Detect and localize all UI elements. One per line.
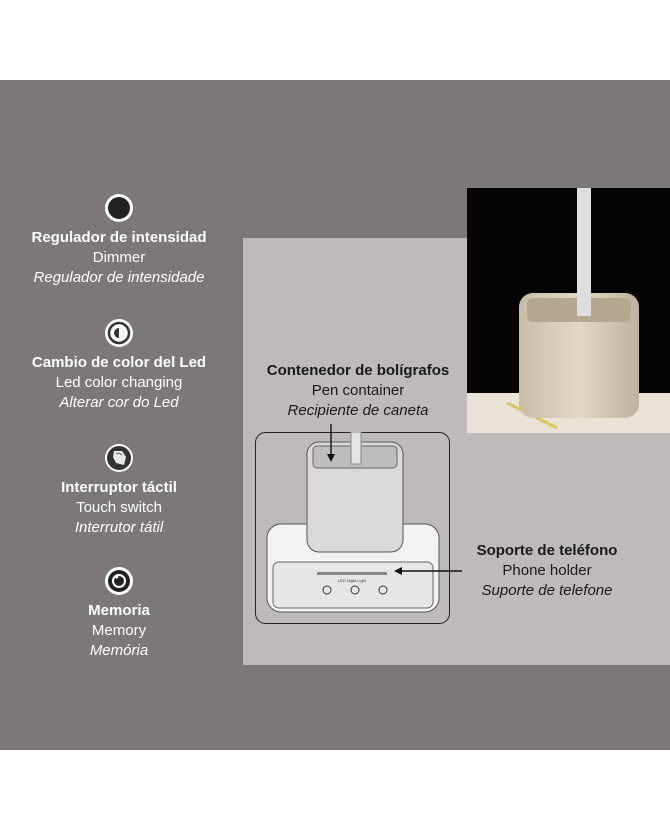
callout-title-pt: Recipiente de caneta: [287, 402, 429, 419]
feature-title-es: Memoria: [88, 602, 150, 619]
feature-title-es: Cambio de color del Led: [31, 354, 207, 371]
touch-switch-icon: [105, 444, 133, 472]
memory-icon: [105, 567, 133, 595]
callout-pen-container: Contenedor de bolígrafos Pen container R…: [250, 360, 466, 421]
callout-title-es: Soporte de teléfono: [476, 542, 618, 559]
feature-memory: Memoria Memory Memória: [0, 566, 238, 661]
feature-title-en: Memory: [91, 622, 147, 639]
feature-title-en: Dimmer: [92, 249, 146, 266]
feature-title-en: Touch switch: [76, 499, 162, 516]
feature-title-es: Interruptor táctil: [61, 479, 177, 496]
device-drawing: LED Night Light: [255, 432, 450, 624]
product-photo: [467, 188, 670, 433]
device-label: LED Night Light: [338, 578, 367, 583]
pen-arrow: [327, 424, 335, 462]
feature-dimmer: Regulador de intensidad Dimmer Regulador…: [0, 193, 238, 288]
phone-arrow: [394, 567, 462, 575]
callout-phone-holder: Soporte de teléfono Phone holder Suporte…: [462, 540, 632, 601]
callout-title-es: Contenedor de bolígrafos: [266, 362, 450, 379]
feature-title-pt: Alterar cor do Led: [59, 394, 179, 411]
pen-container-photo: [467, 188, 670, 433]
feature-title-pt: Regulador de intensidade: [33, 269, 205, 286]
feature-touch-switch: Interruptor táctil Touch switch Interrut…: [0, 443, 238, 538]
feature-title-en: Led color changing: [55, 374, 183, 391]
color-change-icon: [105, 319, 133, 347]
feature-title-pt: Interrutor tátil: [74, 519, 164, 536]
callout-title-pt: Suporte de telefone: [481, 582, 613, 599]
feature-color-change: Cambio de color del Led Led color changi…: [0, 318, 238, 413]
feature-title-pt: Memória: [89, 642, 149, 659]
callout-title-en: Phone holder: [502, 562, 592, 579]
feature-title-es: Regulador de intensidad: [31, 229, 207, 246]
dimmer-icon: [105, 194, 133, 222]
callout-title-en: Pen container: [311, 382, 405, 399]
